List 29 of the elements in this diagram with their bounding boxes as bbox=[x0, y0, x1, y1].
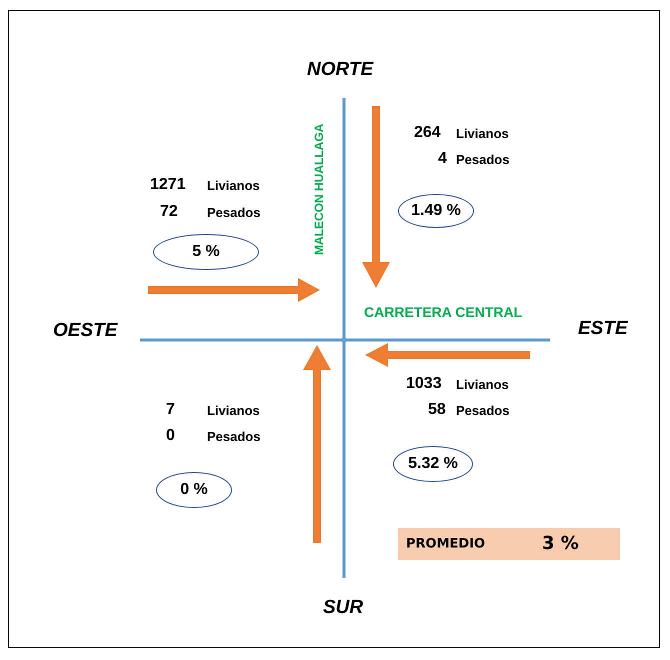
vehicle-type: Livianos bbox=[207, 179, 260, 192]
vehicle-count: 1033 bbox=[406, 376, 442, 392]
compass-label: ESTE bbox=[578, 319, 628, 338]
percentage-ellipse: 0 % bbox=[156, 472, 232, 508]
vehicle-type: Livianos bbox=[207, 404, 260, 417]
vehicle-count: 1271 bbox=[150, 177, 186, 193]
vehicle-type: Pesados bbox=[456, 404, 510, 417]
vehicle-count: 72 bbox=[160, 204, 178, 220]
vehicle-type: Pesados bbox=[207, 430, 260, 443]
percentage-ellipse: 5.32 % bbox=[393, 446, 473, 482]
compass-label: SUR bbox=[323, 598, 364, 617]
average-value: 3 % bbox=[542, 535, 579, 553]
street-label: MALECON HUALLAGA bbox=[313, 124, 325, 255]
percentage-ellipse: 5 % bbox=[153, 234, 259, 270]
percentage-ellipse: 1.49 % bbox=[398, 194, 474, 228]
vehicle-count: 4 bbox=[438, 151, 447, 167]
vehicle-count: 7 bbox=[166, 402, 175, 418]
vehicle-type: Pesados bbox=[207, 206, 260, 219]
compass-label: OESTE bbox=[53, 321, 118, 340]
vehicle-type: Pesados bbox=[456, 153, 510, 166]
vehicle-count: 264 bbox=[414, 125, 441, 141]
average-panel bbox=[398, 528, 620, 560]
vehicle-type: Livianos bbox=[456, 378, 509, 391]
vehicle-count: 0 bbox=[166, 428, 175, 444]
vehicle-count: 58 bbox=[428, 402, 446, 418]
street-label: CARRETERA CENTRAL bbox=[364, 305, 522, 319]
compass-label: NORTE bbox=[307, 60, 374, 79]
vehicle-type: Livianos bbox=[456, 127, 509, 140]
average-label: PROMEDIO bbox=[406, 538, 486, 550]
